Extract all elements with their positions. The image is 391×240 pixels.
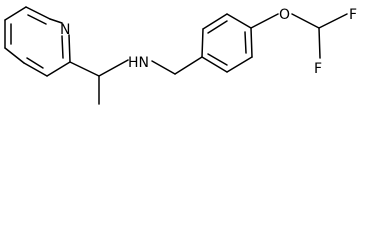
molecule-canvas: N HN O F F bbox=[4, 6, 357, 105]
bond-to-o bbox=[250, 13, 279, 29]
pyridine-ring bbox=[4, 6, 71, 77]
atom-label-o: O bbox=[279, 7, 290, 23]
bond-double-inner bbox=[61, 35, 64, 59]
benzene-ring bbox=[201, 13, 253, 73]
bond bbox=[69, 61, 100, 77]
bond bbox=[226, 13, 252, 29]
bond-double-inner bbox=[27, 14, 47, 25]
bond-from-nh bbox=[151, 60, 176, 75]
bond bbox=[23, 62, 48, 77]
bond bbox=[174, 56, 203, 75]
bond bbox=[4, 6, 27, 21]
bond-to-f-bottom bbox=[318, 27, 321, 59]
bond-to-n bbox=[49, 18, 63, 24]
bond-double-inner bbox=[244, 31, 247, 54]
bond bbox=[201, 56, 228, 73]
difluoromethoxy-group bbox=[250, 13, 348, 59]
atom-label-n: N bbox=[60, 22, 70, 38]
bond-double-inner bbox=[26, 57, 44, 69]
bond bbox=[226, 56, 253, 73]
bond bbox=[4, 47, 25, 64]
bond bbox=[250, 27, 253, 58]
bond-to-f-top bbox=[318, 13, 348, 29]
bond bbox=[202, 13, 228, 30]
bond bbox=[201, 28, 204, 58]
bond bbox=[25, 6, 51, 20]
bond-double-inner bbox=[207, 53, 228, 66]
bond-from-n bbox=[68, 34, 71, 63]
structure-drawing: N HN O F F bbox=[4, 6, 357, 105]
bond-to-nh bbox=[98, 59, 129, 77]
bond bbox=[46, 61, 71, 77]
atom-label-f-top: F bbox=[349, 7, 357, 23]
atom-label-f-bottom: F bbox=[314, 61, 322, 77]
bond-double-inner bbox=[207, 20, 228, 34]
bond-from-o bbox=[291, 13, 320, 29]
linker-chain bbox=[69, 56, 203, 105]
atom-label-nh: HN bbox=[128, 55, 149, 71]
